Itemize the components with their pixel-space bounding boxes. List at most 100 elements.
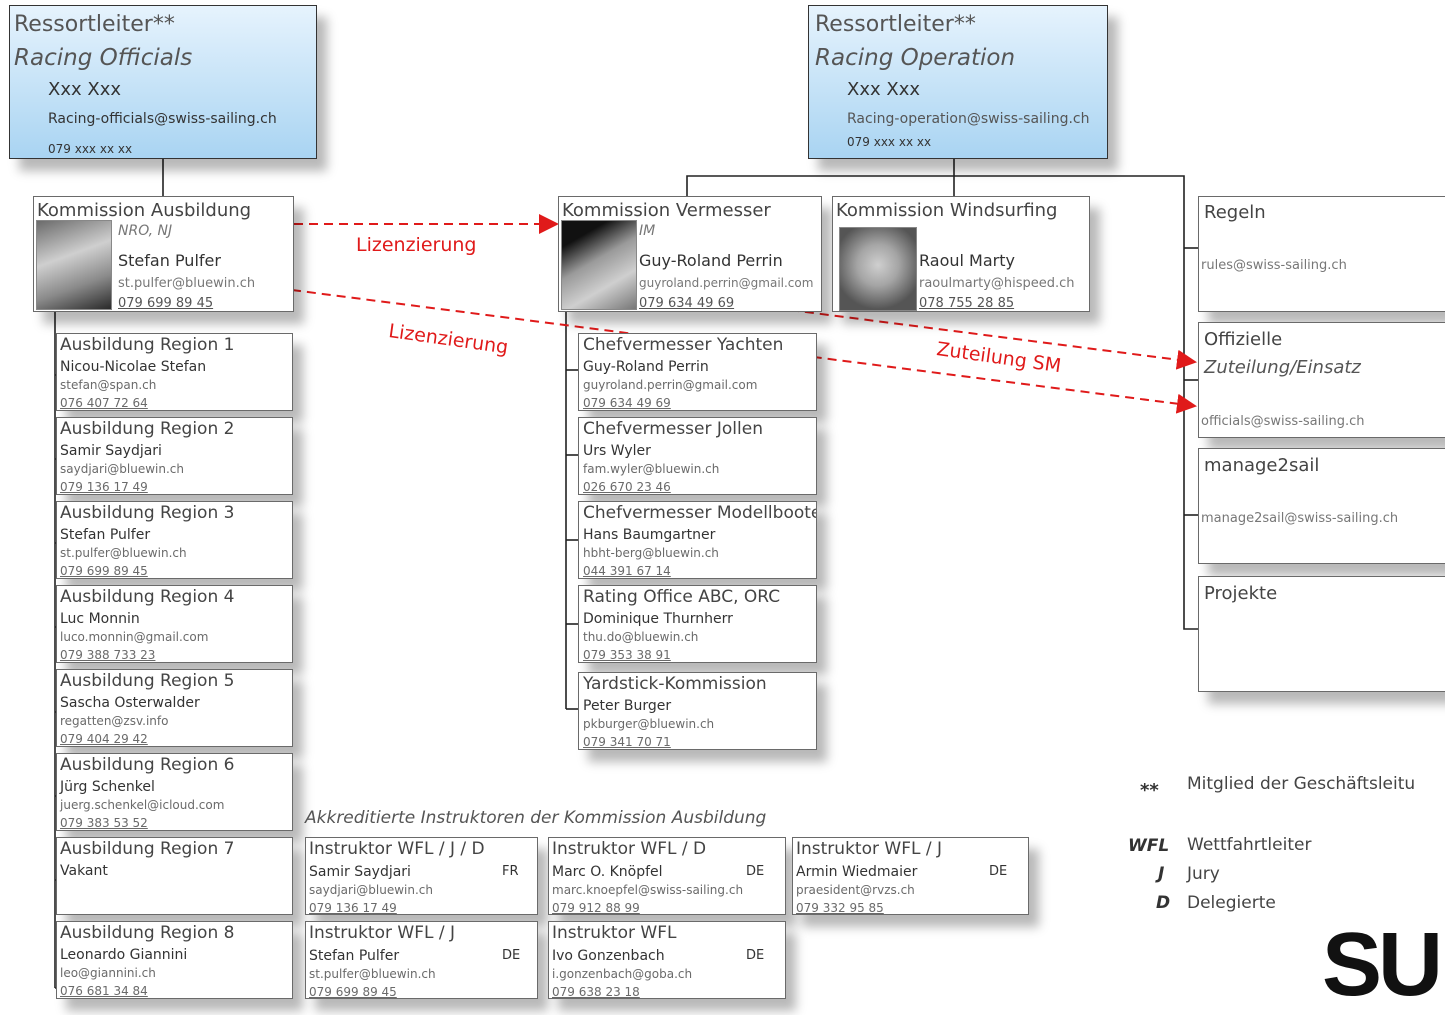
instructors-heading: Akkreditierte Instruktoren der Kommissio…	[305, 808, 767, 828]
commission-phone: 079 634 49 69	[639, 296, 735, 311]
portrait-guy-roland-perrin	[561, 220, 637, 310]
region-phone: 076 681 34 84	[60, 984, 148, 998]
box-email: rules@swiss-sailing.ch	[1201, 258, 1347, 273]
commission-name: Raoul Marty	[919, 251, 1015, 270]
region-phone: 079 699 89 45	[60, 564, 148, 578]
region-title: Ausbildung Region 8	[60, 923, 235, 943]
instructor-language: DE	[502, 948, 521, 963]
commission-email: st.pulfer@bluewin.ch	[118, 276, 256, 291]
instructor-language: DE	[746, 948, 765, 963]
portrait-stefan-pulfer	[36, 220, 112, 310]
instructor-phone: 079 638 23 18	[552, 985, 640, 999]
region-email: juerg.schenkel@icloud.com	[60, 798, 225, 812]
commission-phone: 078 755 28 85	[919, 296, 1015, 311]
vermesser-box: Yardstick-Kommission Peter Burger pkburg…	[578, 672, 817, 750]
vermesser-email: guyroland.perrin@gmail.com	[583, 378, 758, 392]
head-role: Ressortleiter**	[14, 12, 175, 37]
commission-sub: IM	[639, 223, 656, 239]
instructor-name: Marc O. Knöpfel	[552, 864, 663, 880]
region-name: Luc Monnin	[60, 611, 140, 627]
region-phone: 079 388 733 23	[60, 648, 156, 662]
instructor-email: i.gonzenbach@goba.ch	[552, 967, 693, 981]
instructor-title: Instruktor WFL	[552, 923, 677, 943]
legend-key: J	[1158, 864, 1165, 884]
vermesser-email: thu.do@bluewin.ch	[583, 630, 699, 644]
vermesser-email: pkburger@bluewin.ch	[583, 717, 715, 731]
instructor-name: Ivo Gonzenbach	[552, 948, 665, 964]
region-box: Ausbildung Region 3 Stefan Pulfer st.pul…	[56, 501, 293, 579]
region-box: Ausbildung Region 2 Samir Saydjari saydj…	[56, 417, 293, 495]
region-email: stefan@span.ch	[60, 378, 157, 392]
box-title: Offizielle	[1204, 329, 1283, 350]
region-name: Stefan Pulfer	[60, 527, 151, 543]
commission-vermesser: Kommission Vermesser IM Guy-Roland Perri…	[558, 196, 822, 312]
head-dept: Racing Officials	[14, 45, 193, 71]
head-phone: 079 xxx xx xx	[847, 135, 932, 149]
vermesser-title: Chefvermesser Modellboote	[583, 503, 817, 523]
instructor-language: FR	[502, 864, 519, 879]
head-dept: Racing Operation	[815, 45, 1016, 71]
vermesser-name: Dominique Thurnherr	[583, 611, 733, 627]
commission-email: guyroland.perrin@gmail.com	[639, 276, 814, 290]
vermesser-box: Chefvermesser Modellboote Hans Baumgartn…	[578, 501, 817, 579]
head-phone: 079 xxx xx xx	[48, 142, 133, 156]
commission-email: raoulmarty@hispeed.ch	[919, 276, 1075, 291]
instructor-title: Instruktor WFL / J	[796, 839, 942, 859]
region-title: Ausbildung Region 6	[60, 755, 235, 775]
head-role: Ressortleiter**	[815, 12, 976, 37]
region-phone: 079 404 29 42	[60, 732, 148, 746]
box-sub: Zuteilung/Einsatz	[1204, 357, 1361, 378]
region-phone: 079 383 53 52	[60, 816, 148, 830]
region-phone: 079 136 17 49	[60, 480, 148, 494]
instructor-phone: 079 136 17 49	[309, 901, 397, 915]
commission-windsurfing: Kommission Windsurfing Raoul Marty raoul…	[832, 196, 1090, 312]
instructor-email: marc.knoepfel@swiss-sailing.ch	[552, 883, 744, 897]
region-email: st.pulfer@bluewin.ch	[60, 546, 187, 560]
vermesser-name: Peter Burger	[583, 698, 672, 714]
box-offizielle: Offizielle Zuteilung/Einsatz officials@s…	[1198, 322, 1445, 438]
region-name: Nicou-Nicolae Stefan	[60, 359, 207, 375]
box-regeln: Regeln rules@swiss-sailing.ch	[1198, 196, 1445, 312]
region-box: Ausbildung Region 4 Luc Monnin luco.monn…	[56, 585, 293, 663]
region-box: Ausbildung Region 6 Jürg Schenkel juerg.…	[56, 753, 293, 831]
region-title: Ausbildung Region 5	[60, 671, 235, 691]
region-email: saydjari@bluewin.ch	[60, 462, 184, 476]
box-manage2sail: manage2sail manage2sail@swiss-sailing.ch	[1198, 448, 1445, 564]
commission-ausbildung: Kommission Ausbildung NRO, NJ Stefan Pul…	[33, 196, 294, 312]
region-title: Ausbildung Region 4	[60, 587, 235, 607]
box-email: manage2sail@swiss-sailing.ch	[1201, 511, 1399, 526]
region-email: leo@giannini.ch	[60, 966, 156, 980]
region-title: Ausbildung Region 1	[60, 335, 235, 355]
instructor-phone: 079 912 88 99	[552, 901, 640, 915]
instructor-name: Armin Wiedmaier	[796, 864, 918, 880]
instructor-email: saydjari@bluewin.ch	[309, 883, 433, 897]
region-box: Ausbildung Region 7 Vakant	[56, 837, 293, 915]
vermesser-name: Hans Baumgartner	[583, 527, 716, 543]
region-name: Sascha Osterwalder	[60, 695, 200, 711]
region-name: Samir Saydjari	[60, 443, 162, 459]
instructor-email: st.pulfer@bluewin.ch	[309, 967, 436, 981]
vermesser-box: Rating Office ABC, ORC Dominique Thurnhe…	[578, 585, 817, 663]
head-racing-operation: Ressortleiter** Racing Operation Xxx Xxx…	[808, 5, 1108, 159]
instructor-title: Instruktor WFL / J	[309, 923, 455, 943]
region-box: Ausbildung Region 1 Nicou-Nicolae Stefan…	[56, 333, 293, 411]
commission-phone: 079 699 89 45	[118, 296, 214, 311]
region-email: luco.monnin@gmail.com	[60, 630, 209, 644]
region-name: Leonardo Giannini	[60, 947, 188, 963]
region-name: Vakant	[60, 863, 108, 879]
vermesser-title: Yardstick-Kommission	[583, 674, 767, 694]
box-projekte: Projekte	[1198, 576, 1445, 692]
instructor-name: Samir Saydjari	[309, 864, 411, 880]
commission-name: Guy-Roland Perrin	[639, 251, 783, 270]
instructor-box: Instruktor WFL / J Stefan Pulfer DE st.p…	[305, 921, 538, 999]
instructor-box: Instruktor WFL / J / D Samir Saydjari FR…	[305, 837, 538, 915]
vermesser-box: Chefvermesser Yachten Guy-Roland Perrin …	[578, 333, 817, 411]
vermesser-phone: 079 341 70 71	[583, 735, 671, 749]
legend-text: Wettfahrtleiter	[1187, 835, 1312, 855]
legend-text: Mitglied der Geschäftsleitu	[1187, 774, 1416, 794]
commission-title: Kommission Windsurfing	[836, 200, 1058, 221]
vermesser-title: Chefvermesser Yachten	[583, 335, 784, 355]
legend-key: WFL	[1128, 836, 1170, 856]
commission-sub: NRO, NJ	[118, 223, 173, 239]
vermesser-phone: 079 353 38 91	[583, 648, 671, 662]
